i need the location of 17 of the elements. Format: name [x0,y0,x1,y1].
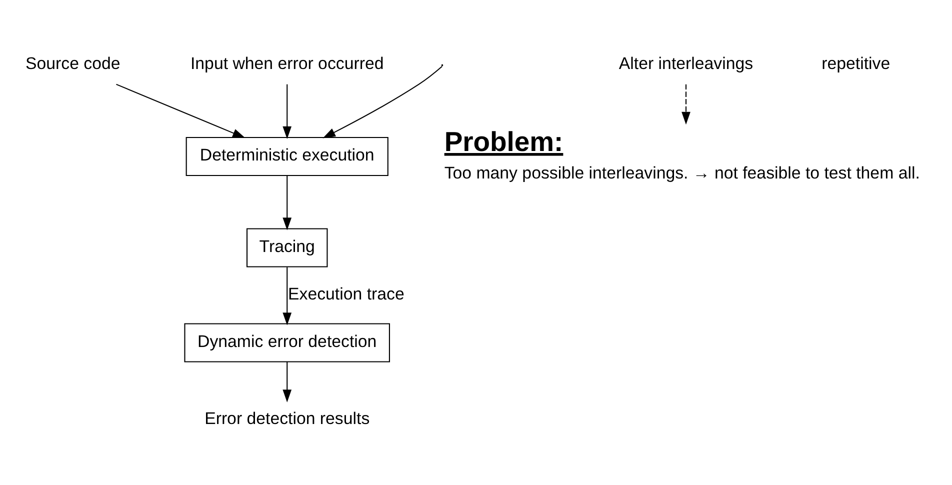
node-text: Problem: Too many possible interleavings. → not feasible to test them all. [444,126,920,182]
edge-label: Execution trace [288,284,404,304]
arrow [282,267,292,326]
node-text: Source code [26,54,120,74]
arrow [322,66,442,138]
arrow [282,176,292,230]
arrow [282,84,292,140]
label: repetitive [822,54,890,74]
node-box: Deterministic execution [186,136,388,176]
node-box: Tracing [246,228,328,268]
node-text: Input when error occurred [190,54,384,74]
node-text: Alter interleavings [618,54,754,74]
arrow [682,84,690,125]
node-box: Dynamic error detection [184,323,390,362]
node-text: Error detection results [204,408,370,428]
arrow [282,362,292,402]
arrow [116,84,246,138]
